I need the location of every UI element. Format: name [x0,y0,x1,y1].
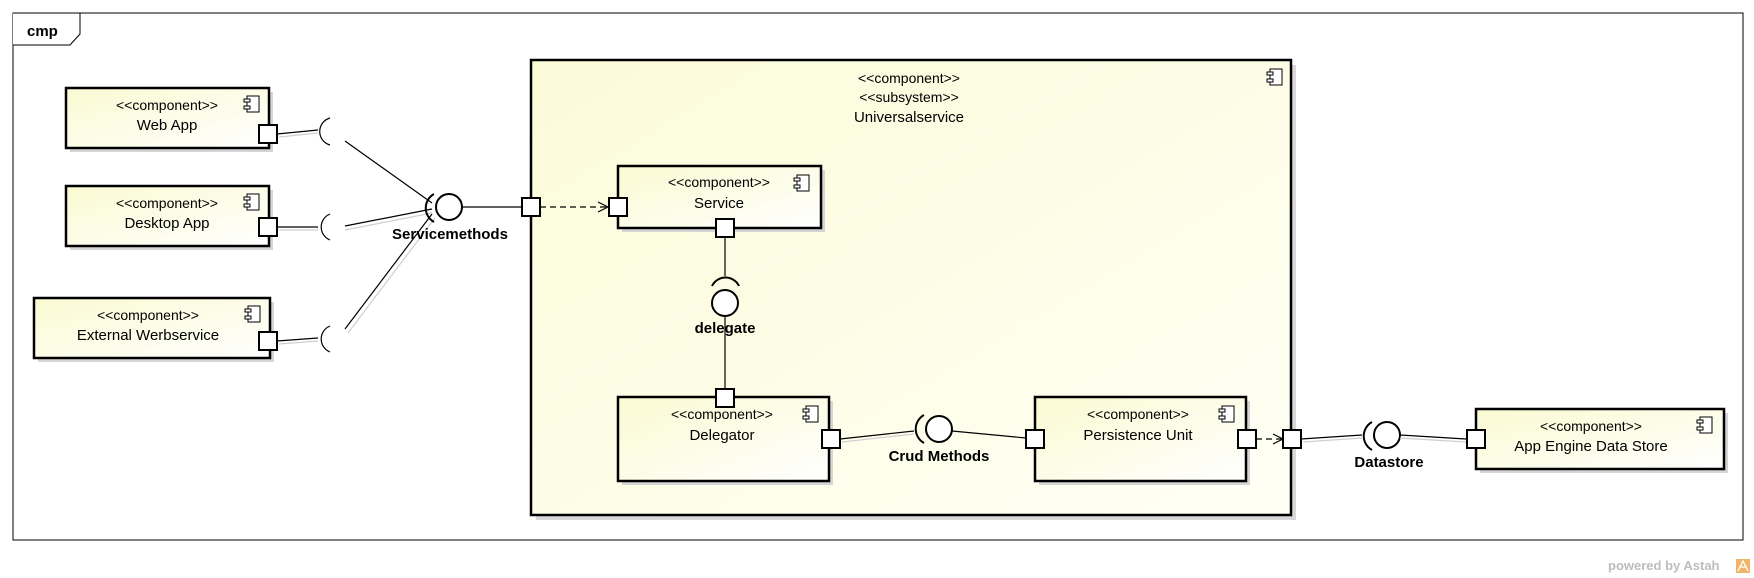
component-name: App Engine Data Store [1514,438,1667,455]
component-stereotype: <<component>> [1540,418,1642,434]
port[interactable] [608,197,628,217]
powered-by-footer: powered by Astah [1608,558,1750,573]
frame-label: cmp [27,23,58,40]
component-stereotype: <<component>> [116,195,218,211]
diagram-frame: cmp [12,12,1744,541]
interface-label: Crud Methods [889,448,990,465]
interface-label: Servicemethods [392,226,508,243]
component-desktop-app[interactable]: <<component>> Desktop App [64,184,278,250]
socket-icon [319,117,331,146]
subsystem-port-right[interactable] [1282,429,1302,449]
port[interactable] [1237,429,1257,449]
component-external-webservice[interactable]: <<component>> External Werbservice [32,296,278,362]
port[interactable] [821,429,841,449]
subsystem-port-left[interactable] [521,197,541,217]
port[interactable] [258,124,278,144]
interface-delegate[interactable]: delegate [695,237,756,389]
port[interactable] [1466,429,1486,449]
interface-datastore[interactable]: Datastore [1300,421,1467,471]
interface-label: delegate [695,320,756,337]
port[interactable] [258,331,278,351]
lollipop-icon [435,193,463,221]
port[interactable] [715,388,735,408]
component-name: Delegator [689,427,754,444]
component-name: Service [694,195,744,212]
component-stereotype: <<component>> [116,97,218,113]
component-name: Persistence Unit [1083,427,1193,444]
interface-servicemethods[interactable]: Servicemethods [392,193,522,243]
lollipop-icon [1373,421,1401,449]
socket-icon [320,325,331,353]
component-name: Web App [137,117,198,134]
component-persistence-unit[interactable]: <<component>> Persistence Unit [1025,395,1257,485]
subsystem-stereotype-component: <<component>> [858,70,960,86]
astah-logo-icon [1736,559,1750,573]
component-service[interactable]: <<component>> Service [608,164,825,238]
external-connectors [276,117,436,353]
interface-crud-methods[interactable]: Crud Methods [839,414,1027,465]
component-stereotype: <<component>> [97,307,199,323]
component-stereotype: <<component>> [671,406,773,422]
component-stereotype: <<component>> [668,174,770,190]
component-delegator[interactable]: <<component>> Delegator [616,388,841,485]
lollipop-icon [711,289,739,317]
footer-text: powered by Astah [1608,558,1720,573]
component-app-engine-data-store[interactable]: <<component>> App Engine Data Store [1466,407,1728,473]
component-stereotype: <<component>> [1087,406,1189,422]
component-web-app[interactable]: <<component>> Web App [64,86,278,152]
component-name: External Werbservice [77,327,219,344]
subsystem-stereotype-subsystem: <<subsystem>> [859,89,959,105]
port[interactable] [715,218,735,238]
subsystem-name: Universalservice [854,109,964,126]
port[interactable] [1025,429,1045,449]
socket-icon [320,213,331,241]
lollipop-icon [925,415,953,443]
port[interactable] [258,217,278,237]
interface-label: Datastore [1354,454,1423,471]
component-name: Desktop App [124,215,209,232]
